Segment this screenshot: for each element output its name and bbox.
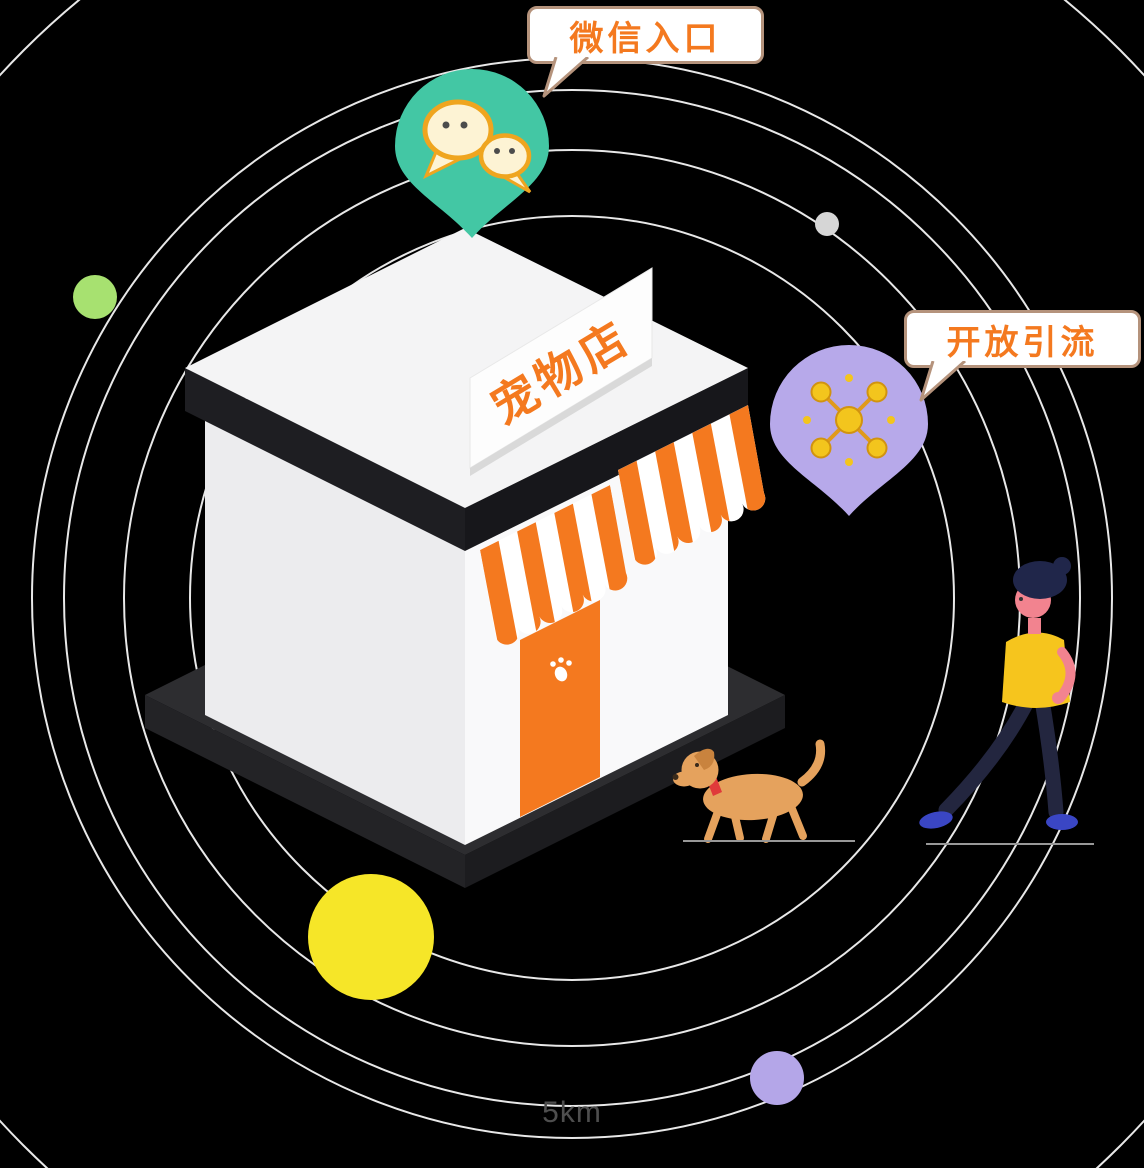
roof-band-right — [465, 368, 748, 551]
store-door — [520, 600, 600, 817]
share-network-icon — [803, 374, 895, 466]
share-network-node — [810, 437, 832, 459]
awning-stripe — [692, 423, 733, 548]
awning-stripe — [591, 485, 628, 610]
wechat-chat-bubbles-icon — [422, 99, 532, 194]
person-hair — [1013, 561, 1067, 599]
radius-label: 5km — [542, 1096, 602, 1129]
callout-wechat-label: 微信入口 — [569, 19, 722, 58]
person-shoe — [919, 811, 953, 829]
wechat-bubble-eye — [494, 148, 500, 154]
share-network-dot — [803, 416, 811, 424]
callout-traffic-tail — [919, 361, 966, 402]
share-network-dot — [845, 374, 853, 382]
share-network-dot — [845, 458, 853, 466]
dog — [672, 739, 826, 843]
dog-ear — [694, 748, 715, 770]
wechat-bubble-eye — [460, 121, 468, 129]
person-legs — [938, 692, 1064, 820]
platform-rim-left — [145, 695, 465, 888]
person-shoe — [1046, 814, 1078, 830]
person-eye — [1019, 597, 1023, 601]
dot-purple — [750, 1051, 804, 1105]
callout-traffic: 开放引流 — [904, 310, 1141, 402]
store-sign: 宠物店 — [469, 267, 653, 476]
orbit-ring-2 — [63, 89, 1081, 1107]
ground-lines — [683, 840, 1094, 845]
callout-wechat: 微信入口 — [527, 6, 764, 98]
pet-store-building: 宠物店 — [145, 228, 785, 888]
dot-gray — [815, 212, 839, 236]
callout-traffic-label: 开放引流 — [946, 323, 1099, 362]
share-network-node — [866, 437, 888, 459]
person-hand — [1052, 692, 1064, 704]
share-network-hub — [835, 406, 863, 434]
awning-stripe — [517, 522, 558, 645]
callout-wechat-tail — [542, 57, 589, 98]
share-network-node — [810, 381, 832, 403]
orbit-ring-4 — [189, 215, 955, 981]
share-network-node — [866, 381, 888, 403]
dog-eye — [695, 763, 699, 767]
dog-snout — [673, 771, 695, 787]
wechat-pin — [395, 69, 549, 238]
wechat-bubble-eye — [509, 148, 515, 154]
person-arm — [1055, 647, 1076, 703]
dog-nose — [672, 774, 679, 780]
awning-stripe — [554, 503, 595, 628]
person-walking — [919, 557, 1078, 830]
awning-stripe — [480, 540, 521, 645]
traffic-pin — [770, 345, 928, 516]
awning-stripe — [618, 460, 659, 565]
roof-band-left — [185, 368, 465, 551]
dog-body — [703, 773, 803, 821]
awning-stripe — [729, 405, 766, 530]
platform-rim-right — [465, 695, 785, 888]
dot-yellow — [308, 874, 434, 1000]
paw-icon — [550, 657, 572, 682]
share-network-dot — [887, 416, 895, 424]
dog-tail — [797, 739, 826, 787]
roof-top — [185, 228, 748, 508]
person-shirt — [1002, 632, 1070, 708]
decorative-dots — [73, 212, 839, 1105]
wall-left — [205, 412, 465, 845]
wechat-bubble-large — [422, 99, 494, 161]
sign-board-edge — [470, 358, 652, 476]
person-hair-tuft — [1053, 557, 1071, 575]
awning-stripe — [655, 442, 696, 565]
wechat-bubble-eye — [442, 121, 450, 129]
wechat-bubble-small — [478, 133, 532, 179]
dot-green — [73, 275, 117, 319]
person-neck — [1028, 618, 1041, 634]
